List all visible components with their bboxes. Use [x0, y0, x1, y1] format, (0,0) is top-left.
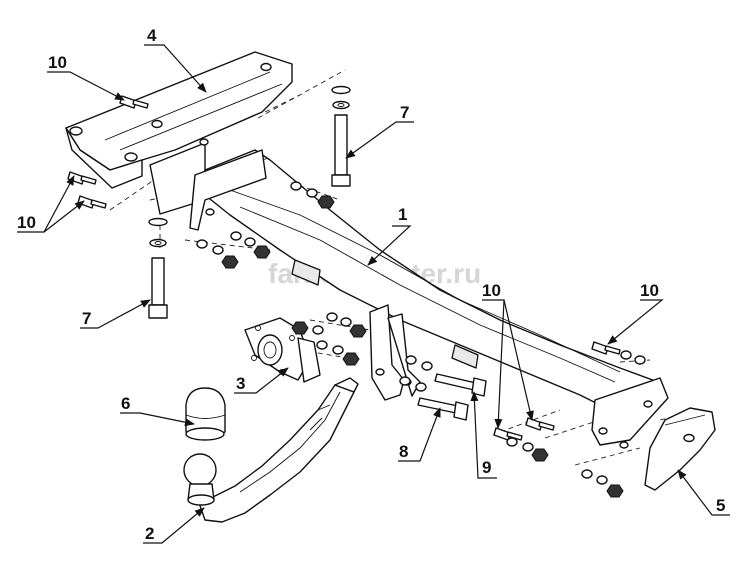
- bolt-part-7-upper: [331, 85, 351, 187]
- callout-10-left: 10: [17, 213, 36, 232]
- side-bracket-part-4: [65, 51, 293, 215]
- callout-8: 8: [399, 442, 408, 461]
- callout-9: 9: [482, 458, 491, 477]
- callout-10-top-left: 10: [48, 53, 67, 72]
- bolt-part-7-lower: [148, 217, 168, 319]
- crossbeam-part-1: [189, 138, 669, 449]
- callout-leaders: [17, 44, 730, 544]
- callout-1: 1: [398, 205, 407, 224]
- tow-ball-arm-part-2: [183, 377, 359, 523]
- callout-5: 5: [716, 496, 725, 515]
- callout-3: 3: [236, 374, 245, 393]
- callout-10-center: 10: [482, 281, 501, 300]
- side-bracket-part-5: [644, 407, 716, 491]
- callout-7-lower: 7: [82, 309, 91, 328]
- callout-7-upper: 7: [400, 103, 409, 122]
- callout-2: 2: [145, 524, 154, 543]
- callout-4: 4: [147, 26, 157, 45]
- washer-nut-stacks: [196, 181, 646, 498]
- callout-10-right: 10: [640, 281, 659, 300]
- bolt-part-9: [434, 373, 487, 397]
- callout-labels: 1 2 3 4 5 6 7 7 8 9 10 10 10 10: [17, 26, 725, 543]
- socket-plate-part-3: [244, 317, 321, 383]
- callout-6: 6: [121, 394, 130, 413]
- bolt-part-8: [417, 397, 469, 421]
- ball-cap-part-6: [185, 387, 226, 441]
